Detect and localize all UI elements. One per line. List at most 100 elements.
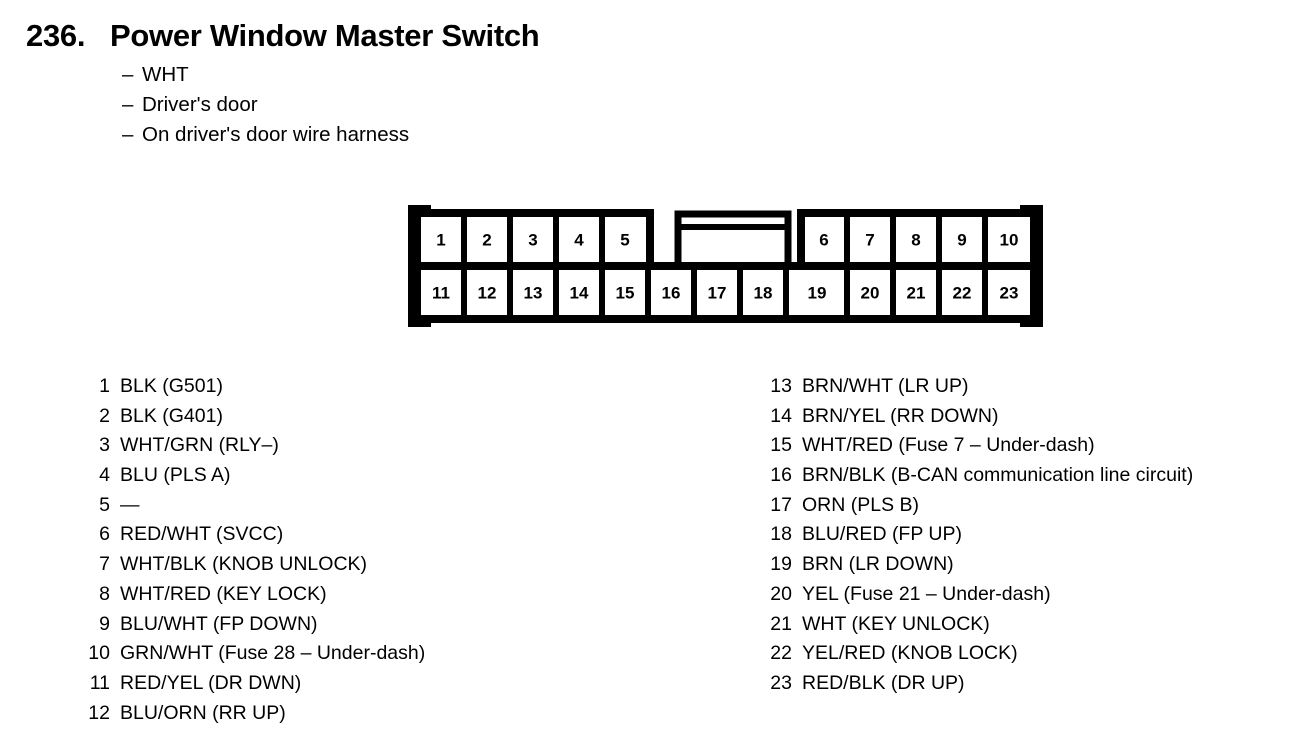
pin-list-item: 18 BLU/RED (FP UP) [758, 520, 1298, 550]
pin-cell-10: 10 [1000, 230, 1019, 249]
pin-list-item: 14 BRN/YEL (RR DOWN) [758, 402, 1298, 432]
pin-cell-2: 2 [482, 230, 491, 249]
pin-number: 6 [99, 523, 110, 546]
pin-number: 20 [770, 582, 792, 605]
pin-cell-15: 15 [616, 283, 635, 302]
pin-list-item: 20 YEL (Fuse 21 – Under-dash) [758, 580, 1298, 610]
pin-number: 15 [770, 434, 792, 457]
pin-label: ORN (PLS B) [802, 493, 920, 516]
pin-cell-13: 13 [524, 283, 543, 302]
pin-list-item: 2 BLK (G401) [76, 402, 676, 432]
pin-label: BLU/WHT (FP DOWN) [120, 612, 318, 635]
subtitle-text-1: Driver's door [142, 93, 258, 116]
pin-number: 7 [99, 553, 110, 576]
pin-list-item: 4 BLU (PLS A) [76, 461, 676, 491]
pin-label: RED/YEL (DR DWN) [120, 671, 302, 694]
pin-number: 8 [99, 582, 110, 605]
pin-cell-7: 7 [865, 230, 874, 249]
pin-label: BLK (G401) [120, 404, 223, 427]
pin-list-item: 23 RED/BLK (DR UP) [758, 669, 1298, 699]
pin-cell-4: 4 [574, 230, 584, 249]
pin-number: 10 [88, 642, 110, 665]
pin-label: WHT/RED (Fuse 7 – Under-dash) [802, 434, 1095, 457]
pin-list-item: 8 WHT/RED (KEY LOCK) [76, 580, 676, 610]
pin-number: 11 [89, 671, 110, 694]
pin-cell-14: 14 [570, 283, 589, 302]
subtitle-item-1: –Driver's door [122, 90, 926, 120]
header-block: 236.Power Window Master Switch –WHT –Dri… [26, 18, 926, 150]
pin-list-item: 16 BRN/BLK (B-CAN communication line circ… [758, 461, 1298, 491]
pin-list-item: 12 BLU/ORN (RR UP) [76, 699, 676, 729]
pin-number: 4 [99, 464, 110, 487]
pin-list-item: 17 ORN (PLS B) [758, 491, 1298, 521]
pin-label: BRN/YEL (RR DOWN) [802, 404, 999, 427]
pin-label: WHT (KEY UNLOCK) [802, 612, 990, 635]
pin-cell-17: 17 [708, 283, 727, 302]
page-title-number: 236. [26, 18, 86, 53]
pin-cell-5: 5 [620, 230, 629, 249]
pin-list-item: 15 WHT/RED (Fuse 7 – Under-dash) [758, 431, 1298, 461]
keyway-notch-outer [674, 210, 792, 270]
page-title: 236. Power Window Master Switch [26, 18, 926, 54]
pin-number: 13 [770, 375, 792, 397]
pin-number: 9 [99, 612, 110, 635]
pin-label: YEL (Fuse 21 – Under-dash) [802, 582, 1051, 605]
pin-list-item: 21 WHT (KEY UNLOCK) [758, 610, 1298, 640]
pin-label: RED/WHT (SVCC) [120, 523, 284, 546]
pin-label: BLU (PLS A) [120, 464, 231, 487]
pin-number: 23 [770, 671, 792, 694]
subtitle-text-2: On driver's door wire harness [142, 123, 410, 146]
pin-number: 16 [770, 464, 792, 487]
pin-label: WHT/GRN (RLY–) [120, 434, 279, 457]
pin-list-item: 9 BLU/WHT (FP DOWN) [76, 610, 676, 640]
connector-svg: 1 2 3 4 5 6 7 8 9 10 11 12 13 14 15 16 1… [408, 205, 1043, 327]
page-title-text: Power Window Master Switch [110, 18, 540, 53]
pin-cell-3: 3 [528, 230, 537, 249]
pin-list-item: 11 RED/YEL (DR DWN) [76, 669, 676, 699]
pin-number: 18 [770, 523, 792, 546]
pin-list-item: 6 RED/WHT (SVCC) [76, 520, 676, 550]
pin-cell-19: 19 [808, 283, 827, 302]
pin-cell-9: 9 [957, 230, 966, 249]
pin-number: 1 [99, 375, 110, 397]
pin-number: 22 [770, 642, 792, 665]
pin-label: WHT/BLK (KNOB UNLOCK) [120, 553, 368, 576]
pin-cell-22: 22 [953, 283, 972, 302]
pin-label: BLU/RED (FP UP) [802, 523, 962, 546]
pin-number: 14 [770, 404, 792, 427]
pin-cell-21: 21 [907, 283, 926, 302]
pin-label: RED/BLK (DR UP) [802, 671, 965, 694]
pin-cell-11: 11 [432, 283, 450, 302]
subtitle-dash-icon: – [122, 93, 134, 116]
subtitle-list: –WHT –Driver's door –On driver's door wi… [122, 60, 926, 150]
pin-cell-23: 23 [1000, 283, 1019, 302]
pin-list-item: 22 YEL/RED (KNOB LOCK) [758, 639, 1298, 669]
pin-number: 17 [770, 493, 792, 516]
pin-number: 2 [99, 404, 110, 427]
pin-label: WHT/RED (KEY LOCK) [120, 582, 327, 605]
pin-label: BRN/BLK (B-CAN communication line circui… [802, 464, 1194, 487]
pin-cell-16: 16 [662, 283, 681, 302]
pin-cell-12: 12 [478, 283, 497, 302]
pin-label: YEL/RED (KNOB LOCK) [802, 642, 1018, 665]
pin-list-item: 7 WHT/BLK (KNOB UNLOCK) [76, 550, 676, 580]
pin-cell-20: 20 [861, 283, 880, 302]
subtitle-item-0: –WHT [122, 60, 926, 90]
pin-number: 12 [88, 701, 110, 724]
connector-diagram: 1 2 3 4 5 6 7 8 9 10 11 12 13 14 15 16 1… [403, 200, 1048, 332]
pin-label: BLU/ORN (RR UP) [120, 701, 286, 724]
pin-number: 21 [770, 612, 792, 635]
subtitle-text-0: WHT [142, 63, 189, 86]
pin-cell-18: 18 [754, 283, 773, 302]
subtitle-dash-icon: – [122, 123, 134, 146]
pin-cell-6: 6 [819, 230, 828, 249]
subtitle-dash-icon: – [122, 63, 134, 86]
pin-cell-1: 1 [436, 230, 445, 249]
